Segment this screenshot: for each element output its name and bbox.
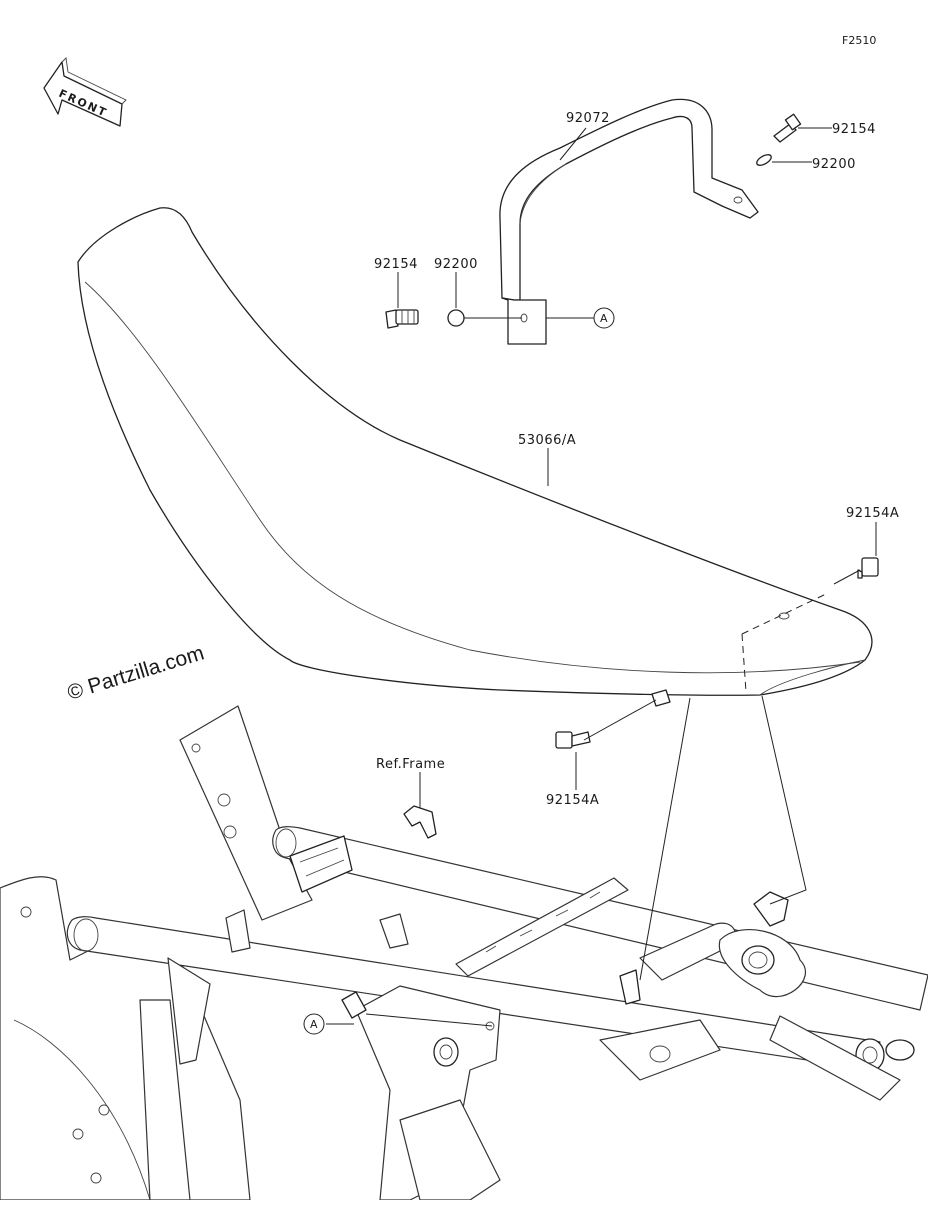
callout-a-upper-label: A: [600, 312, 608, 325]
washer-left-part: [447, 309, 465, 327]
callout-a-lower: A: [303, 1013, 325, 1035]
callout-a-lower-label: A: [310, 1018, 318, 1031]
label-washer-left: 92200: [434, 257, 478, 272]
label-bolt-left: 92154: [374, 257, 418, 272]
washer-upper-part: [756, 154, 772, 166]
label-grab-bar: 92072: [566, 111, 610, 126]
label-seat: 53066/A: [518, 433, 576, 448]
bolt-upper-part: [773, 113, 802, 143]
label-bolt-lower: 92154A: [546, 793, 599, 808]
label-bolt-rear: 92154A: [846, 506, 899, 521]
callout-a-upper: A: [593, 307, 615, 329]
label-washer-upper: 92200: [812, 157, 856, 172]
bolt-lower-part: [555, 731, 591, 749]
bolt-rear-part: [857, 557, 879, 579]
watermark: © Partzilla.com: [65, 641, 207, 704]
bolt-left-part: [385, 309, 419, 329]
front-arrow-icon: FRONT: [43, 57, 127, 127]
frame-part: [0, 705, 928, 1201]
seat-part: [77, 207, 873, 707]
label-ref-frame: Ref.Frame: [376, 757, 445, 772]
label-bolt-upper: 92154: [832, 122, 876, 137]
figure-code: F2510: [842, 34, 876, 47]
grab-bar-part: [499, 98, 759, 345]
